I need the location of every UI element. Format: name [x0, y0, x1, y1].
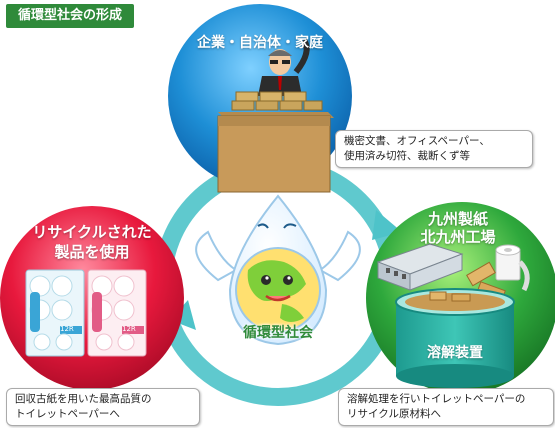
left-circle-label: リサイクルされた 製品を使用	[8, 222, 176, 262]
left-label-line2: 製品を使用	[54, 243, 130, 261]
toilet-roll-icon	[495, 244, 530, 292]
right-label-line1: 九州製紙	[427, 210, 488, 228]
top-note: 機密文書、オフィスペーパー、 使用済み切符、裁断くず等	[335, 130, 533, 168]
top-note-line2: 使用済み切符、裁断くず等	[344, 150, 470, 162]
left-label-line1: リサイクルされた	[32, 223, 152, 241]
right-note-line1: 溶解処理を行いトイレットペーパーの	[347, 393, 526, 405]
right-label-line2: 北九州工場	[420, 228, 496, 246]
right-circle-label: 九州製紙 北九州工場	[410, 210, 506, 246]
left-note-line1: 回収古紙を用いた最高品質の	[15, 393, 152, 405]
package-count-pink: 12R	[122, 325, 136, 333]
factory-icon	[376, 243, 464, 291]
melting-tank-icon	[395, 288, 515, 388]
document-bundles-icon	[231, 91, 323, 111]
right-note-line2: リサイクル原材料へ	[347, 408, 441, 420]
tank-label: 溶解装置	[427, 345, 483, 361]
cardboard-box-icon	[217, 112, 334, 193]
businessman-icon	[258, 38, 310, 96]
toilet-paper-package-blue	[25, 269, 85, 357]
top-note-line1: 機密文書、オフィスペーパー、	[344, 135, 490, 147]
mascot-character	[195, 194, 361, 346]
toilet-paper-package-pink	[87, 269, 147, 357]
left-note-line2: トイレットペーパーへ	[15, 408, 120, 420]
left-note: 回収古紙を用いた最高品質の トイレットペーパーへ	[6, 388, 200, 426]
package-count-blue: 12R	[60, 325, 74, 333]
diagram-title: 循環型社会の形成	[6, 4, 135, 28]
right-note: 溶解処理を行いトイレットペーパーの リサイクル原材料へ	[338, 388, 554, 426]
center-label: 循環型社会	[243, 325, 313, 341]
top-circle-label: 企業・自治体・家庭	[197, 35, 323, 51]
